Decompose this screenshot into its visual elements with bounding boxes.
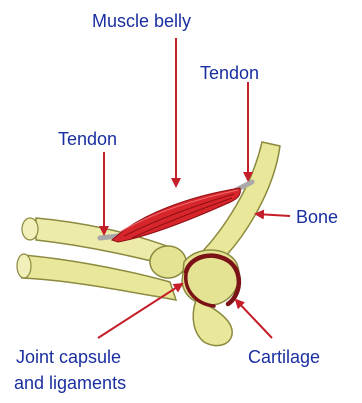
label-muscle-belly: Muscle belly xyxy=(92,10,191,32)
label-joint-capsule-line1: Joint capsule xyxy=(16,346,121,368)
label-cartilage: Cartilage xyxy=(248,346,320,368)
arrow-bone xyxy=(256,214,290,216)
label-tendon-left: Tendon xyxy=(58,128,117,150)
label-bone: Bone xyxy=(296,206,338,228)
humerus-end xyxy=(182,250,239,305)
upper-arm-bone xyxy=(182,142,280,346)
arrow-cartilage xyxy=(236,300,272,338)
label-joint-capsule-line2: and ligaments xyxy=(14,372,126,394)
label-tendon-top: Tendon xyxy=(200,62,259,84)
